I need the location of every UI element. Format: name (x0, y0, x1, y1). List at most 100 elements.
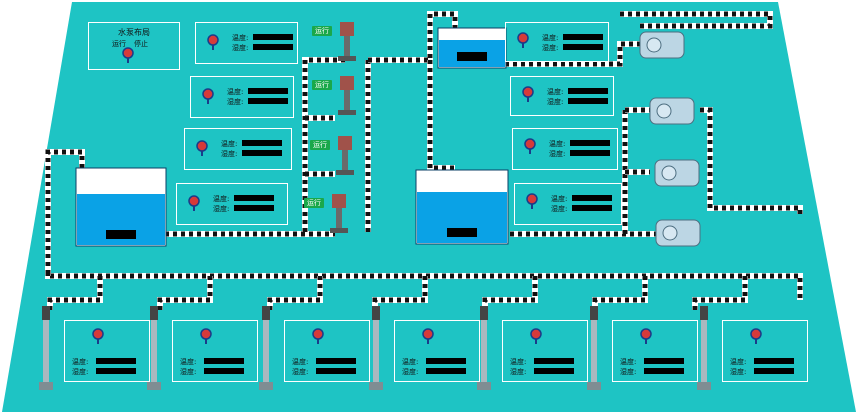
submersible-7-monitor-panel (722, 320, 808, 382)
right-monitor-1-temp-value (563, 34, 603, 40)
vertical-pump-4-base (330, 228, 348, 233)
left-monitor-1-hum-value (253, 44, 293, 50)
submersible-7-pump-base (697, 382, 711, 390)
submersible-5-temp-label: 温度: (510, 358, 527, 366)
horizontal-pump-3-impeller (661, 165, 677, 181)
left-monitor-4-temp-value (234, 195, 274, 201)
right-monitor-3-panel (512, 128, 618, 170)
submersible-1-thermometer-stem (97, 339, 99, 344)
left-monitor-3-hum-label: 湿度: (221, 150, 238, 158)
submersible-1-pump-motor-icon (42, 306, 50, 320)
vertical-pump-4-status: 运行 (304, 198, 324, 208)
legend-panel (88, 22, 180, 70)
right-monitor-1-hum-value (563, 44, 603, 50)
submersible-4-temp-value (426, 358, 466, 364)
left-monitor-2-temp-label: 温度: (227, 88, 244, 96)
right-monitor-1-hum-label: 湿度: (542, 44, 559, 52)
submersible-7-thermometer-stem (755, 339, 757, 344)
submersible-3-temp-label: 温度: (292, 358, 309, 366)
left-monitor-4-temp-label: 温度: (213, 195, 230, 203)
drop-pipe-0 (47, 276, 103, 310)
drop-pipe-1 (157, 276, 213, 310)
left-monitor-2-temp-value (248, 88, 288, 94)
legend-thermometer-stem (127, 58, 129, 63)
submersible-7-hum-label: 湿度: (730, 368, 747, 376)
left-monitor-3-hum-value (242, 150, 282, 156)
submersible-6-temp-label: 温度: (620, 358, 637, 366)
right-monitor-1-temp-label: 温度: (542, 34, 559, 42)
horizontal-pump-1-impeller (646, 37, 662, 53)
submersible-7-temp-value (754, 358, 794, 364)
left-monitor-1-temp-label: 温度: (232, 34, 249, 42)
submersible-3-pump-motor-icon (262, 306, 270, 320)
vertical-pump-1-icon (340, 22, 354, 36)
water-tank-3-level-readout (457, 52, 487, 61)
submersible-2-monitor-panel (172, 320, 258, 382)
submersible-3-hum-value (316, 368, 356, 374)
submersible-5-hum-value (534, 368, 574, 374)
submersible-2-temp-value (204, 358, 244, 364)
submersible-7-pump-motor-icon (700, 306, 708, 320)
submersible-6-pump-base (587, 382, 601, 390)
left-monitor-4-panel (176, 183, 288, 225)
vertical-pump-2-status: 运行 (312, 80, 332, 90)
submersible-4-pump-column (373, 320, 379, 384)
submersible-5-thermometer-stem (535, 339, 537, 344)
submersible-4-thermometer-stem (427, 339, 429, 344)
right-monitor-4-temp-label: 温度: (551, 195, 568, 203)
right-monitor-4-hum-value (572, 205, 612, 211)
legend-stop-label: 停止 (134, 40, 148, 48)
submersible-4-monitor-panel (394, 320, 480, 382)
right-monitor-4-panel (514, 183, 622, 225)
water-tank-2-level-readout (447, 228, 477, 237)
horizontal-pump-4-impeller (662, 225, 678, 241)
vertical-pump-2-base (338, 110, 356, 115)
submersible-5-pump-base (477, 382, 491, 390)
submersible-5-monitor-panel (502, 320, 588, 382)
drop-pipe-2 (267, 276, 323, 310)
left-monitor-1-panel (195, 22, 298, 64)
submersible-2-pump-motor-icon (150, 306, 158, 320)
drop-pipe-4 (482, 276, 538, 310)
submersible-5-temp-value (534, 358, 574, 364)
left-monitor-4-hum-label: 湿度: (213, 205, 230, 213)
right-monitor-3-temp-label: 温度: (549, 140, 566, 148)
submersible-6-temp-value (644, 358, 684, 364)
right-monitor-1-panel (505, 22, 609, 62)
vertical-pump-3-shaft (342, 150, 348, 172)
to-tank3-pipe (368, 11, 458, 63)
submersible-1-temp-label: 温度: (72, 358, 89, 366)
vertical-pump-3-status: 运行 (310, 140, 330, 150)
submersible-2-temp-label: 温度: (180, 358, 197, 366)
submersible-6-pump-motor-icon (590, 306, 598, 320)
right-monitor-4-thermometer-stem (531, 204, 533, 209)
submersible-3-monitor-panel (284, 320, 370, 382)
submersible-6-thermometer-stem (645, 339, 647, 344)
to-tank2-pipe (427, 60, 455, 171)
drop-pipe-6 (692, 276, 748, 310)
submersible-4-pump-base (369, 382, 383, 390)
submersible-6-pump-column (591, 320, 597, 384)
left-monitor-2-thermometer-stem (207, 99, 209, 104)
main-loop-pipe (45, 149, 803, 300)
drop-pipe-3 (372, 276, 428, 310)
right-monitor-3-temp-value (570, 140, 610, 146)
right-monitor-3-thermometer-stem (529, 149, 531, 154)
submersible-3-thermometer-stem (317, 339, 319, 344)
submersible-2-pump-column (151, 320, 157, 384)
left-monitor-4-thermometer-stem (193, 206, 195, 211)
submersible-1-hum-value (96, 368, 136, 374)
submersible-3-hum-label: 湿度: (292, 368, 309, 376)
vertical-pump-1-status: 运行 (312, 26, 332, 36)
submersible-1-hum-label: 湿度: (72, 368, 89, 376)
submersible-1-pump-base (39, 382, 53, 390)
right-monitor-3-hum-value (570, 150, 610, 156)
submersible-7-pump-column (701, 320, 707, 384)
left-monitor-3-thermometer-stem (201, 151, 203, 156)
submersible-3-temp-value (316, 358, 356, 364)
top-return-pipe (620, 11, 773, 29)
submersible-4-hum-label: 湿度: (402, 368, 419, 376)
legend-title: 水泵布局 (118, 28, 150, 37)
right-monitor-2-hum-value (568, 98, 608, 104)
submersible-5-hum-label: 湿度: (510, 368, 527, 376)
